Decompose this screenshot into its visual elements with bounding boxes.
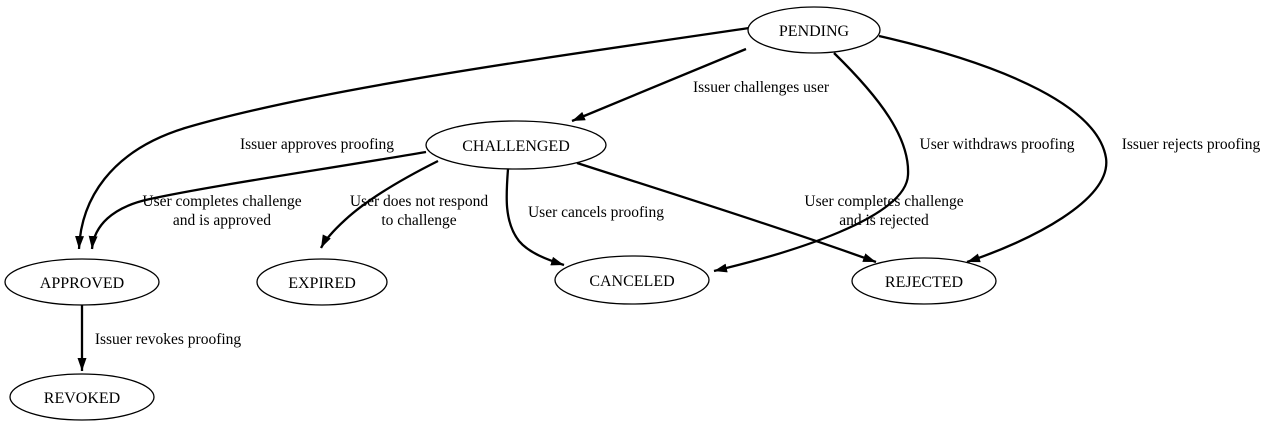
state-ellipse-expired xyxy=(256,258,388,306)
state-node-canceled: CANCELED xyxy=(554,255,710,305)
state-label-canceled: CANCELED xyxy=(589,273,674,290)
state-label-pending: PENDING xyxy=(779,23,850,40)
edge-pending-challenged xyxy=(571,47,747,123)
state-ellipse-rejected xyxy=(851,257,997,305)
edge-challenged-approved xyxy=(88,150,427,250)
edge-label-pending-rejected: Issuer rejects proofing xyxy=(1122,136,1261,153)
state-node-approved: APPROVED xyxy=(4,258,160,306)
edge-label-challenged-approved-line2: and is approved xyxy=(173,212,271,229)
edge-challenged-canceled xyxy=(505,168,565,267)
state-node-expired: EXPIRED xyxy=(256,258,388,306)
state-label-expired: EXPIRED xyxy=(288,275,356,292)
state-label-approved: APPROVED xyxy=(40,275,124,292)
state-ellipse-canceled xyxy=(554,255,710,305)
edge-label-challenged-expired-line1: User does not respond xyxy=(350,193,488,210)
state-ellipse-challenged xyxy=(425,120,607,170)
state-node-challenged: CHALLENGED xyxy=(425,120,607,170)
state-ellipse-revoked xyxy=(9,373,155,421)
edge-pending-canceled xyxy=(713,52,910,273)
edge-label-approved-revoked: Issuer revokes proofing xyxy=(95,331,242,348)
state-node-rejected: REJECTED xyxy=(851,257,997,305)
edge-label-challenged-rejected-line2: and is rejected xyxy=(839,212,929,229)
edge-label-pending-canceled: User withdraws proofing xyxy=(920,136,1075,153)
state-node-revoked: REVOKED xyxy=(9,373,155,421)
edge-challenged-expired xyxy=(319,159,439,249)
edge-pending-approved xyxy=(75,26,750,250)
state-label-challenged: CHALLENGED xyxy=(462,138,570,155)
state-label-rejected: REJECTED xyxy=(885,274,963,291)
edge-label-challenged-canceled: User cancels proofing xyxy=(528,204,664,221)
edge-label-challenged-expired-line2: to challenge xyxy=(381,212,456,229)
edge-label-pending-approved: Issuer approves proofing xyxy=(240,136,394,153)
edge-pending-rejected xyxy=(878,34,1108,264)
state-ellipse-pending xyxy=(747,6,881,54)
edge-label-challenged-rejected-line1: User completes challenge xyxy=(804,193,963,210)
state-node-pending: PENDING xyxy=(747,6,881,54)
edge-label-pending-challenged: Issuer challenges user xyxy=(693,79,830,96)
edge-challenged-rejected xyxy=(576,161,877,264)
edge-label-challenged-approved-line1: User completes challenge xyxy=(142,193,301,210)
state-label-revoked: REVOKED xyxy=(44,390,120,407)
state-ellipse-approved xyxy=(4,258,160,306)
